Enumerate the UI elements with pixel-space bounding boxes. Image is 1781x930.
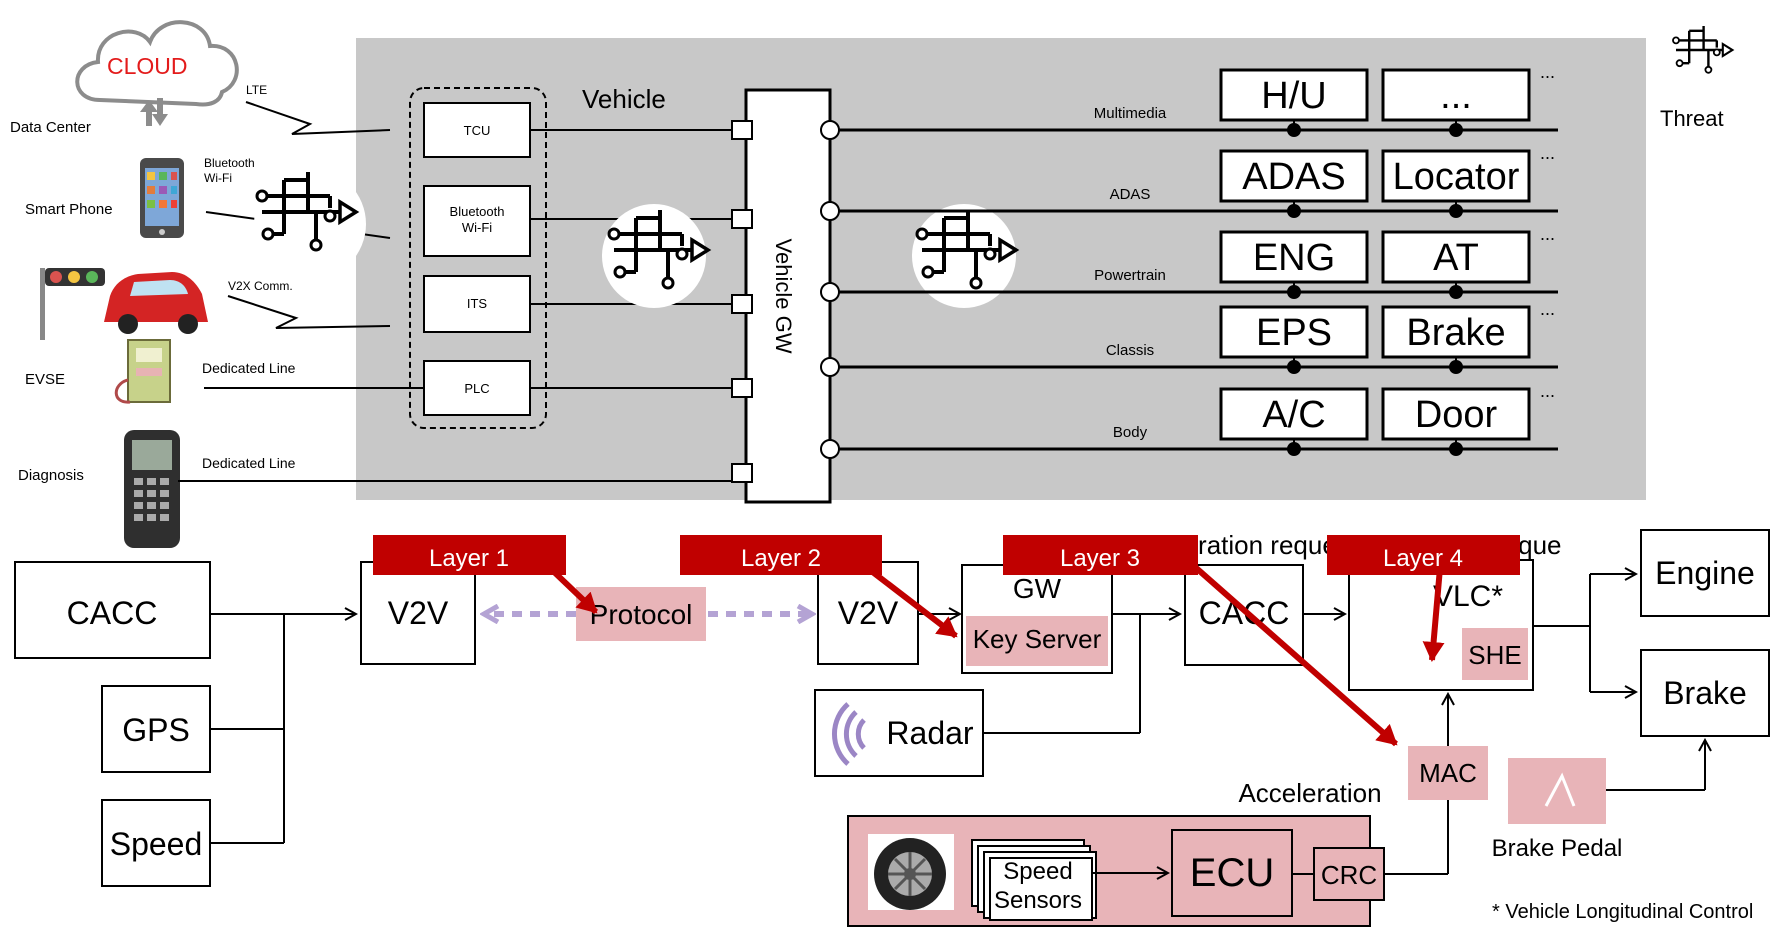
threat-legend-icon: [1673, 26, 1732, 73]
v2v-1-label: V2V: [388, 595, 449, 631]
bus-more-3: ...: [1540, 299, 1555, 319]
diagnosis-device-icon: [124, 430, 180, 548]
layer-3-label: Layer 3: [1060, 545, 1140, 572]
ecu-node-1-0: [1287, 204, 1301, 218]
crc-label: CRC: [1321, 860, 1377, 890]
key-server-label: Key Server: [973, 624, 1102, 654]
diagnosis-label: Diagnosis: [18, 467, 84, 484]
mac-label: MAC: [1419, 758, 1477, 788]
bus-label-3: Classis: [1106, 342, 1154, 359]
brake-label: Brake: [1663, 675, 1747, 711]
gateway-port-right-1: [821, 202, 839, 220]
she-label: SHE: [1468, 640, 1521, 670]
ecu-label-1-1: Locator: [1393, 156, 1520, 198]
ecu-node-0-0: [1287, 123, 1301, 137]
wifi-label: Wi-Fi: [204, 171, 232, 185]
ecu-node-3-1: [1449, 360, 1463, 374]
gateway-port-right-3: [821, 358, 839, 376]
ecu-node-2-1: [1449, 285, 1463, 299]
brake-pedal-label: Brake Pedal: [1492, 835, 1623, 862]
ecu-label-0-0: H/U: [1261, 75, 1326, 117]
its-label: ITS: [467, 296, 488, 311]
v2v-2-label: V2V: [838, 595, 899, 631]
ecu-node-4-0: [1287, 442, 1301, 456]
footnote: * Vehicle Longitudinal Control: [1492, 901, 1753, 923]
acceleration-label: Acceleration: [1238, 778, 1381, 808]
vehicle-title: Vehicle: [582, 84, 666, 114]
traffic-light-icon: [40, 268, 105, 340]
pedal-brake-connector: [1606, 740, 1705, 790]
plc-label: PLC: [464, 381, 489, 396]
bus-more-2: ...: [1540, 224, 1555, 244]
bus-label-0: Multimedia: [1094, 105, 1167, 122]
ecu-label-2-1: AT: [1433, 237, 1479, 279]
ecu-label-0-1: ...: [1440, 75, 1472, 117]
ecu-node-4-1: [1449, 442, 1463, 456]
ecu-label: ECU: [1190, 851, 1274, 895]
car-icon: [104, 272, 208, 334]
ecu-label-4-0: A/C: [1262, 394, 1325, 436]
smartphone-icon: [140, 158, 184, 238]
brake-pedal-box: [1508, 758, 1606, 824]
layer-4-label: Layer 4: [1383, 545, 1463, 572]
ecu-node-0-1: [1449, 123, 1463, 137]
bus-more-1: ...: [1540, 143, 1555, 163]
wifi-module-label: Wi-Fi: [462, 220, 492, 235]
bus-label-2: Powertrain: [1094, 267, 1166, 284]
vehicle-gw-label: Vehicle GW: [771, 239, 796, 354]
ecu-label-1-0: ADAS: [1242, 156, 1345, 198]
bus-more-4: ...: [1540, 381, 1555, 401]
v2x-label: V2X Comm.: [228, 279, 293, 293]
crc-mac-connector: [1384, 800, 1448, 874]
layer-1-label: Layer 1: [429, 545, 509, 572]
speed-sensors-label-1: Speed: [1003, 858, 1072, 885]
wheel-icon: [868, 834, 954, 910]
bus-label-1: ADAS: [1110, 186, 1151, 203]
ecu-label-3-0: EPS: [1256, 312, 1332, 354]
gw-label: GW: [1013, 573, 1062, 604]
bluetooth-module-label: Bluetooth: [450, 204, 505, 219]
ecu-node-1-1: [1449, 204, 1463, 218]
speed-sensors-label-2: Sensors: [994, 887, 1082, 914]
threat-legend-label: Threat: [1660, 106, 1724, 131]
gps-label: GPS: [122, 712, 190, 748]
gateway-port-right-2: [821, 283, 839, 301]
radar-label: Radar: [886, 715, 974, 751]
ecu-label-4-1: Door: [1415, 394, 1498, 436]
evse-icon: [116, 340, 170, 402]
ecu-node-2-0: [1287, 285, 1301, 299]
vlc-output-connectors: [1533, 574, 1636, 692]
cacc-left-label: CACC: [67, 595, 158, 631]
speed-label: Speed: [110, 826, 203, 862]
vlc-label: VLC*: [1433, 580, 1503, 613]
gateway-port-right-0: [821, 121, 839, 139]
cloud-label: CLOUD: [107, 53, 188, 79]
bluetooth-label: Bluetooth: [204, 156, 255, 170]
bus-more-0: ...: [1540, 62, 1555, 82]
gateway-port-right-4: [821, 440, 839, 458]
tcu-label: TCU: [464, 123, 491, 138]
layer-2-label: Layer 2: [741, 545, 821, 572]
ecu-label-3-1: Brake: [1406, 312, 1505, 354]
smart-phone-label: Smart Phone: [25, 201, 113, 218]
ecu-label-2-0: ENG: [1253, 237, 1335, 279]
data-center-label: Data Center: [10, 119, 91, 136]
bus-label-4: Body: [1113, 424, 1148, 441]
engine-label: Engine: [1655, 555, 1755, 591]
input-connectors: [210, 614, 356, 843]
lte-label: LTE: [246, 83, 267, 97]
ecu-node-3-0: [1287, 360, 1301, 374]
dedicated-line-diagnosis-label: Dedicated Line: [202, 455, 296, 471]
evse-label: EVSE: [25, 371, 65, 388]
protocol-label: Protocol: [590, 599, 693, 630]
dedicated-line-evse-label: Dedicated Line: [202, 360, 296, 376]
